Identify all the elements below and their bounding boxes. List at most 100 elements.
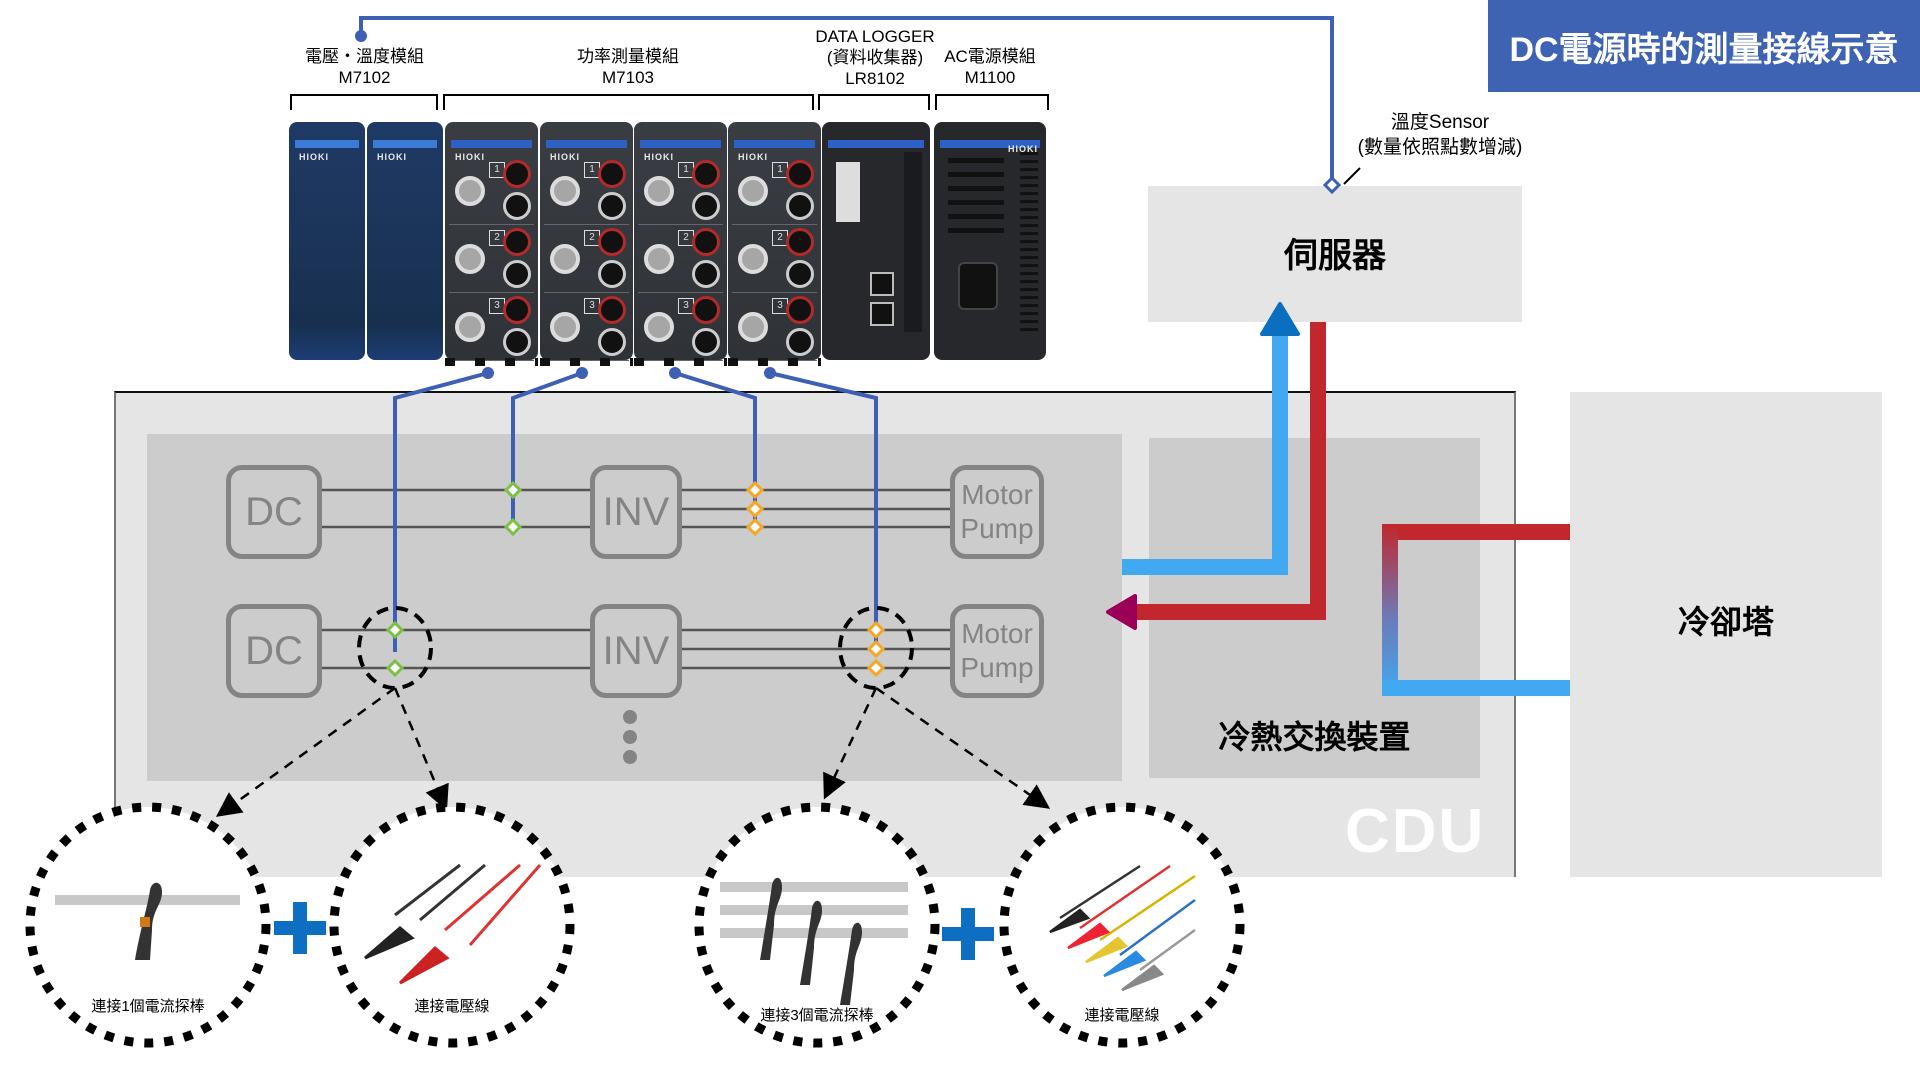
signal-wire xyxy=(769,371,878,652)
m1100-ac-power-module: HIOKI xyxy=(934,122,1046,360)
voltage-lead-icon xyxy=(364,863,542,985)
tower-transition-pipe xyxy=(1382,524,1398,696)
current-probe-port xyxy=(644,176,674,206)
brand-logo: HIOKI xyxy=(644,152,675,162)
plus-icon xyxy=(274,902,326,954)
wire-endpoints xyxy=(355,30,776,379)
channel-divider xyxy=(732,224,817,225)
module-name: AC電源模組 xyxy=(944,47,1036,66)
voltage-jack-common xyxy=(503,260,531,288)
detail-label-3-probes: 連接3個電流探棒 xyxy=(760,1007,874,1024)
more-circuits-dot xyxy=(623,730,637,744)
four-color-voltage-lead-icon xyxy=(1049,864,1196,992)
current-probe-port xyxy=(550,244,580,274)
lr8102-data-logger xyxy=(822,122,930,360)
current-probe-port xyxy=(550,312,580,342)
voltage-jack-common xyxy=(786,260,814,288)
voltage-jack-u xyxy=(598,160,626,188)
m7102-module: HIOKI xyxy=(289,122,365,360)
channel-divider xyxy=(544,292,629,293)
current-probe-port xyxy=(550,176,580,206)
module-model: LR8102 xyxy=(845,69,905,88)
module-name: 功率測量模組 xyxy=(577,47,679,66)
callout-circles xyxy=(357,606,914,690)
status-panel xyxy=(904,152,922,332)
module-feet xyxy=(634,358,727,366)
channel-divider xyxy=(544,224,629,225)
dc-source-box: DC xyxy=(226,604,322,698)
voltage-jack-u xyxy=(503,228,531,256)
voltage-jack-u xyxy=(598,296,626,324)
sensor-line2: (數量依照點數增減) xyxy=(1357,137,1523,158)
detail-label-voltage-leads: 連接電壓線 xyxy=(414,998,490,1015)
m7102-module: HIOKI xyxy=(367,122,443,360)
module-name: 電壓・溫度模組 xyxy=(305,47,424,66)
voltage-jack-u xyxy=(786,160,814,188)
inverter-box: INV xyxy=(590,465,682,559)
dc-measure-points xyxy=(385,480,523,678)
inverter-box: INV xyxy=(590,604,682,698)
terminal-block xyxy=(836,162,860,222)
vent-strip xyxy=(1020,152,1038,332)
current-probe-port xyxy=(738,312,768,342)
voltage-jack-common xyxy=(692,192,720,220)
temperature-sensor-marker xyxy=(1322,175,1342,195)
bracket-power xyxy=(443,94,814,110)
channel-divider xyxy=(732,292,817,293)
dc-source-box: DC xyxy=(226,465,322,559)
dc-source-label: DC xyxy=(245,628,303,673)
dc-source-label: DC xyxy=(245,489,303,534)
detail-label-voltage-leads-ac: 連接電壓線 xyxy=(1084,1007,1160,1024)
current-probe-port xyxy=(738,176,768,206)
voltage-jack-common xyxy=(692,328,720,356)
diagram-title: DC電源時的測量接線示意 xyxy=(1488,0,1920,92)
current-probe-icon xyxy=(55,882,240,960)
module-model: M7103 xyxy=(602,68,654,87)
voltage-jack-u xyxy=(598,228,626,256)
three-current-probes-icon xyxy=(720,877,908,1005)
bracket-data-logger xyxy=(818,94,930,110)
module-label-data-logger: DATA LOGGER (資料收集器) LR8102 xyxy=(800,26,950,89)
usb-port xyxy=(870,302,894,326)
sensor-line1: 溫度Sensor xyxy=(1390,112,1490,133)
cooling-tower-box xyxy=(1570,392,1882,877)
ac-measure-points xyxy=(745,480,886,678)
bracket-ac-power xyxy=(935,94,1049,110)
brand-logo: HIOKI xyxy=(299,152,330,162)
voltage-jack-common xyxy=(598,260,626,288)
channel-divider xyxy=(449,292,534,293)
hot-flow-pipe xyxy=(1130,322,1326,620)
voltage-jack-common xyxy=(598,328,626,356)
channel-divider xyxy=(638,292,723,293)
voltage-jack-common xyxy=(598,192,626,220)
vent-grille xyxy=(948,158,1004,238)
current-probe-port xyxy=(455,244,485,274)
module-label-voltage-temp: 電壓・溫度模組 M7102 xyxy=(292,46,437,88)
server-box xyxy=(1148,186,1522,322)
return-flow-arrow-icon xyxy=(1106,594,1137,630)
module-name: (資料收集器) xyxy=(826,48,924,67)
brand-logo: HIOKI xyxy=(738,152,769,162)
temperature-sensor-label: 溫度Sensor (數量依照點數增減) xyxy=(1340,110,1540,160)
channel-divider xyxy=(638,224,723,225)
cold-flow-pipe xyxy=(1122,330,1288,575)
voltage-jack-u xyxy=(786,228,814,256)
brand-logo: HIOKI xyxy=(550,152,581,162)
voltage-jack-common xyxy=(786,192,814,220)
sensor-leader-line xyxy=(1343,167,1361,185)
module-feet xyxy=(728,358,821,366)
voltage-jack-u xyxy=(692,160,720,188)
voltage-jack-common xyxy=(786,328,814,356)
temperature-sensor-wire xyxy=(359,16,1334,186)
lan-port xyxy=(870,272,894,296)
current-probe-port xyxy=(455,312,485,342)
module-feet xyxy=(445,358,538,366)
voltage-jack-u xyxy=(786,296,814,324)
more-circuits-dot xyxy=(623,710,637,724)
voltage-jack-common xyxy=(503,192,531,220)
inverter-label: INV xyxy=(602,489,670,534)
